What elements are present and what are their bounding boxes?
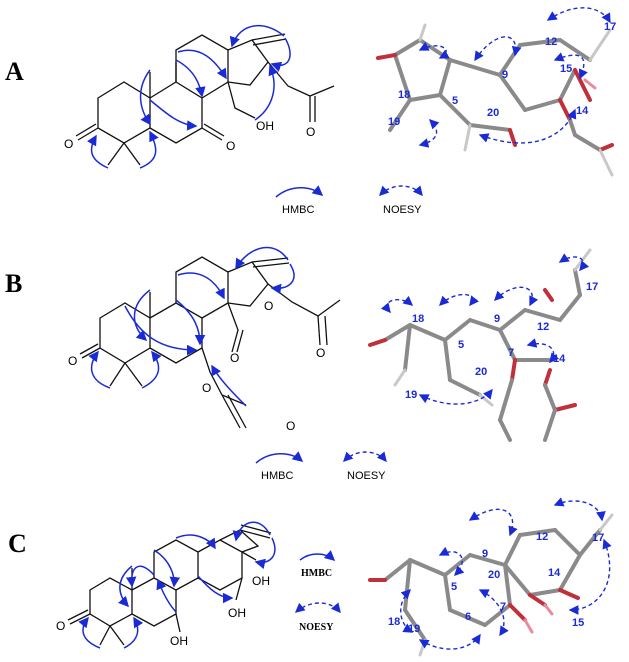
hmbc-arrows-c <box>78 521 276 649</box>
legend-hmbc-arrow-a <box>275 185 324 198</box>
atom-number-12: 12 <box>537 321 549 333</box>
atom-o-ketone: O <box>56 619 65 633</box>
atom-number-20: 20 <box>475 366 487 378</box>
structure-c <box>67 524 272 646</box>
legend-a: HMBC NOESY <box>275 185 423 216</box>
atom-number-15: 15 <box>560 63 572 75</box>
atom-number-5: 5 <box>458 339 464 351</box>
atom-number-15: 15 <box>572 617 584 629</box>
atom-o-5: O <box>316 346 325 360</box>
atom-oh-3: OH <box>170 634 188 648</box>
model-3d-a <box>376 23 614 177</box>
atom-o-ketone-3: O <box>64 137 73 151</box>
model-3d-b <box>368 248 592 442</box>
legend-noesy-label-b: NOESY <box>347 470 386 482</box>
panel-letter-c: C <box>8 529 27 558</box>
legend-noesy-label-c: NOESY <box>299 622 334 633</box>
atom-o-1: O <box>68 354 77 368</box>
atom-number-7: 7 <box>508 347 514 359</box>
atom-oh-2: OH <box>228 606 246 620</box>
legend-noesy-label-a: NOESY <box>383 204 422 216</box>
atom-o-3: O <box>230 351 239 365</box>
legend-c: HMBC NOESY <box>294 550 341 633</box>
legend-hmbc-label-c: HMBC <box>301 568 332 579</box>
atom-o-ketone-7: O <box>226 139 235 153</box>
noesy-arrows-b <box>380 253 590 405</box>
atom-number-17: 17 <box>592 532 604 544</box>
atom-oh: OH <box>256 119 274 133</box>
legend-hmbc-label-b: HMBC <box>261 470 293 482</box>
atom-number-7: 7 <box>500 601 506 613</box>
atom-number-18: 18 <box>398 89 410 101</box>
legend-noesy-arrow-c <box>294 602 341 614</box>
atom-number-20: 20 <box>488 569 500 581</box>
atom-number-9: 9 <box>502 69 508 81</box>
atom-o-6: O <box>286 419 295 433</box>
atom-number-9: 9 <box>482 548 488 560</box>
legend-hmbc-label-a: HMBC <box>282 204 314 216</box>
atom-oh-1: OH <box>252 574 270 588</box>
atom-number-12: 12 <box>545 36 557 48</box>
atom-number-12: 12 <box>536 531 548 543</box>
atom-o-ester: O <box>306 125 315 139</box>
legend-b: HMBC NOESY <box>255 451 387 482</box>
legend-noesy-arrow-b <box>343 451 387 463</box>
atom-number-5: 5 <box>451 581 457 593</box>
atom-number-20: 20 <box>487 107 499 119</box>
structure-b <box>79 256 341 429</box>
atom-number-14: 14 <box>548 567 561 579</box>
atom-number-6: 6 <box>465 611 471 623</box>
legend-noesy-arrow-a <box>379 185 423 197</box>
atom-number-19: 19 <box>408 623 420 635</box>
atom-o-2: O <box>264 299 273 313</box>
noesy-arrows-a <box>418 7 611 148</box>
panel-letter-b: B <box>5 269 22 298</box>
panel-c: C O OH OH OH <box>8 497 614 657</box>
atom-number-17: 17 <box>586 281 598 293</box>
panel-b: B O O O O O O <box>5 246 598 482</box>
noesy-arrows-c <box>400 497 612 650</box>
atom-number-9: 9 <box>494 313 500 325</box>
hmbc-arrows-a <box>86 24 291 169</box>
atom-number-18: 18 <box>412 313 424 325</box>
panel-letter-a: A <box>5 57 24 86</box>
atom-number-19: 19 <box>405 389 417 401</box>
panel-a: A O O OH O <box>5 7 616 216</box>
structure-a <box>75 33 335 166</box>
atom-number-5: 5 <box>452 95 458 107</box>
atom-o-4: O <box>202 381 211 395</box>
legend-hmbc-arrow-b <box>255 451 304 464</box>
atom-number-14: 14 <box>576 105 589 117</box>
hmbc-arrows-b <box>88 246 295 407</box>
atom-number-14: 14 <box>553 353 566 365</box>
model-3d-c <box>368 513 614 657</box>
legend-hmbc-arrow-c <box>299 550 336 561</box>
atom-number-17: 17 <box>604 21 616 33</box>
atom-number-18: 18 <box>388 616 400 628</box>
atom-number-19: 19 <box>388 116 400 128</box>
